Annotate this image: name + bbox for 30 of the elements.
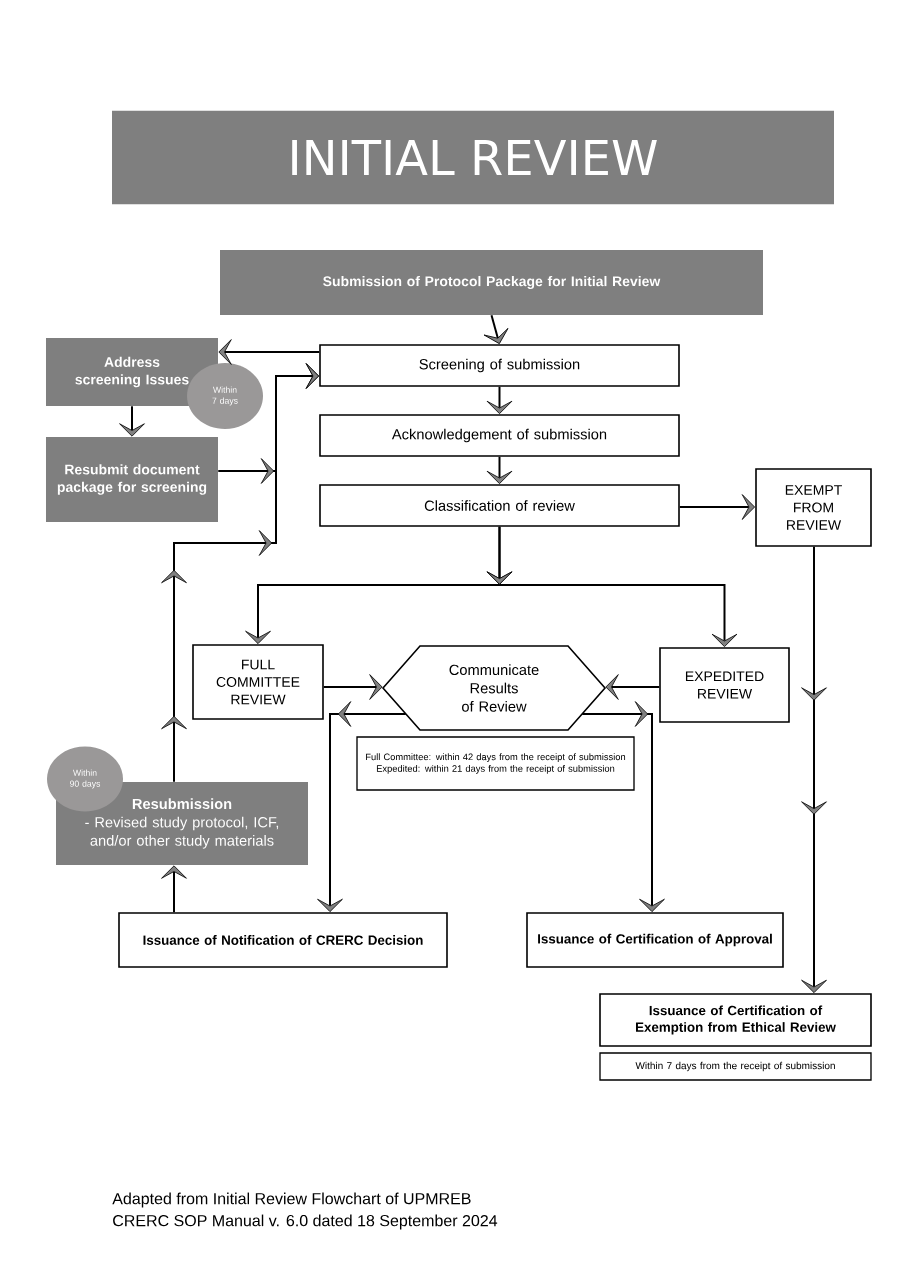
process-box: Submission of Protocol Package for Initial Review [220, 250, 763, 315]
process-box: Classification of review [319, 484, 680, 527]
arrow [678, 494, 756, 520]
arrow [581, 701, 665, 913]
arrow [317, 701, 407, 913]
arrow [486, 455, 513, 485]
process-box: FULL COMMITTEE REVIEW [192, 644, 324, 720]
note-box: Within 7 days from the receipt of submission [599, 1052, 872, 1081]
title-banner: INITIAL REVIEW [112, 110, 834, 205]
process-box: Resubmit document package for screening [46, 437, 218, 522]
arrow [161, 363, 320, 783]
arrow [119, 405, 145, 437]
arrow [801, 545, 827, 994]
arrow [483, 314, 509, 345]
arrow [161, 865, 187, 914]
arrow [322, 674, 383, 700]
process-box: Issuance of Notification of CRERC Decision [118, 912, 448, 968]
process-box: EXPEDITED REVIEW [659, 647, 790, 723]
arrow [486, 525, 738, 648]
arrow [486, 385, 513, 415]
process-box: Screening of submission [319, 344, 680, 387]
process-box: Issuance of Certification of Approval [526, 912, 784, 968]
note-box: Full Committee: within 42 days from the receipt of submission Expedited: within 21 days from the receipt of submission [356, 736, 635, 791]
process-box: Acknowledgement of submission [319, 414, 680, 457]
arrow [218, 339, 321, 365]
arrow [605, 674, 661, 700]
process-box: EXEMPT FROM REVIEW [755, 468, 872, 547]
footnote-text: CRERC SOP Manual v. 6.0 dated 18 September 2024 [113, 1214, 498, 1230]
process-box: Issuance of Certification of Exemption from Ethical Review [599, 993, 872, 1047]
footnote-text: Adapted from Initial Review Flowchart of UPMREB [112, 1192, 471, 1208]
